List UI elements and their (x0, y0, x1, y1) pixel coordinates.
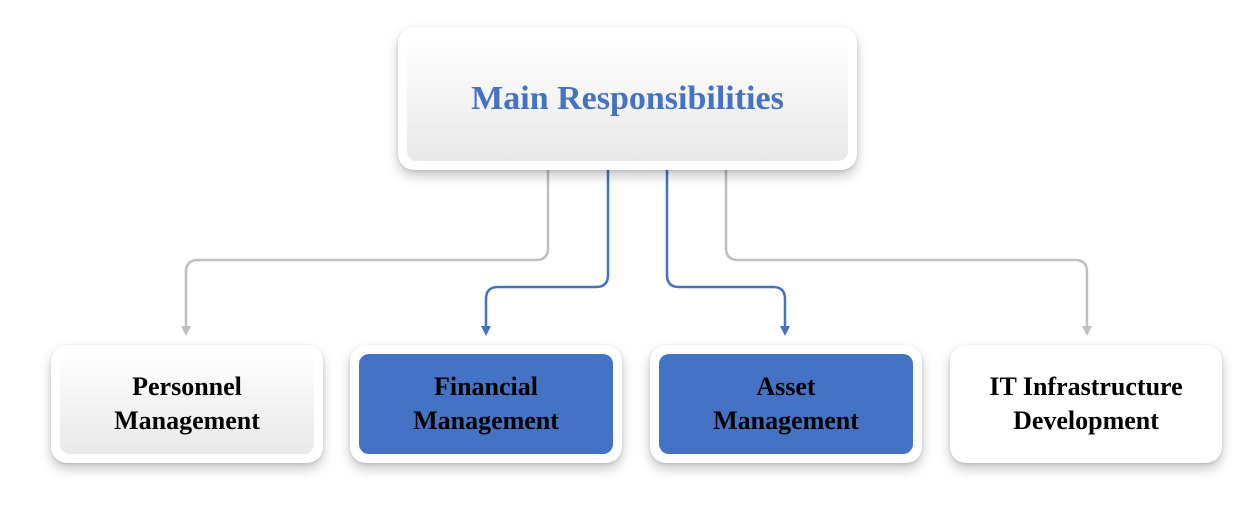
child-node-financial: Financial Management (350, 345, 622, 463)
child-node-it-infrastructure: IT Infrastructure Development (950, 345, 1222, 463)
child-node-label: IT Infrastructure Development (959, 354, 1213, 454)
root-node: Main Responsibilities (398, 27, 857, 170)
connector-it (724, 170, 1092, 336)
connector-financial (481, 170, 610, 336)
child-node-asset: Asset Management (650, 345, 922, 463)
child-node-label: Asset Management (659, 354, 913, 454)
connector-asset (665, 170, 790, 336)
root-node-label: Main Responsibilities (407, 36, 848, 161)
connector-personnel (181, 170, 550, 336)
child-node-label: Personnel Management (60, 354, 314, 454)
child-node-label: Financial Management (359, 354, 613, 454)
child-node-personnel: Personnel Management (51, 345, 323, 463)
